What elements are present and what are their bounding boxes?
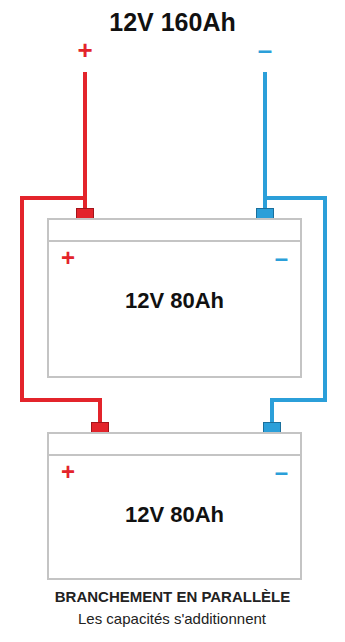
text-label: +: [77, 36, 92, 65]
negative-mark: –: [275, 246, 288, 270]
battery-rating: 12V 80Ah: [61, 502, 288, 528]
battery-lid: [47, 432, 302, 456]
battery-rating: 12V 80Ah: [61, 288, 288, 314]
battery-content: +–12V 80Ah: [47, 456, 302, 538]
terminal-marks: +–: [61, 246, 288, 270]
battery-lid: [47, 218, 302, 242]
battery: +–12V 80Ah: [47, 208, 302, 378]
battery: +–12V 80Ah: [47, 422, 302, 580]
positive-mark: +: [61, 460, 75, 484]
terminal-marks: +–: [61, 460, 288, 484]
text-label: Les capacités s'additionnent: [78, 611, 266, 628]
text-label: –: [258, 36, 272, 65]
battery-content: +–12V 80Ah: [47, 242, 302, 324]
caption: BRANCHEMENT EN PARALLÈLE: [0, 588, 345, 605]
positive-mark: +: [61, 246, 75, 270]
diagram-title: 12V 160Ah: [0, 8, 345, 37]
negative-lead: [263, 72, 267, 210]
positive-lead: [83, 72, 87, 210]
negative-mark: –: [275, 460, 288, 484]
